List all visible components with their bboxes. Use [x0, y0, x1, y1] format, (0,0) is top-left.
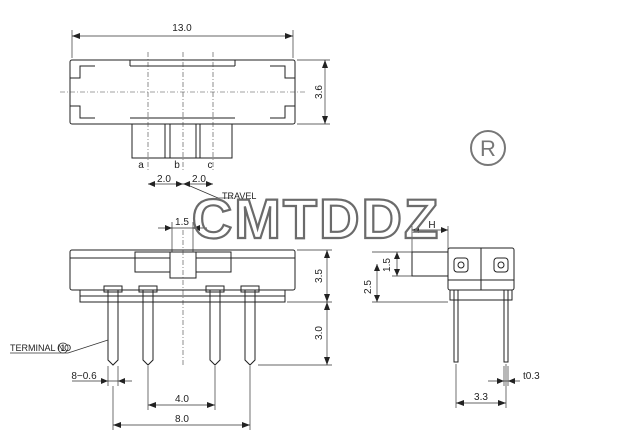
spacing-2-label: 2.0 [192, 174, 206, 185]
h-label: H [428, 220, 435, 231]
watermark-text: CMTDDZ [192, 187, 440, 250]
actuator-height-label: 1.5 [382, 258, 393, 272]
height-label: 3.6 [314, 85, 325, 99]
overall-width-label: 13.0 [172, 23, 192, 34]
pin-span-label: 8.0 [175, 414, 189, 425]
pin-length-label: 3.0 [314, 326, 325, 340]
registered-mark-icon [470, 130, 506, 166]
position-b-label: b [174, 160, 180, 171]
pin-spec-label: 8−0.6 [71, 371, 97, 382]
spacing-1-label: 2.0 [157, 174, 171, 185]
top-view: 13.0 3.6 a b c 2.0 [60, 23, 330, 201]
terminal-number: 1 [60, 343, 65, 353]
position-a-label: a [138, 160, 144, 171]
watermark: CMTDDZ R [191, 130, 506, 251]
side-view: H 1.5 2.5 3.3 [363, 220, 540, 408]
travel-label: TRAVEL [222, 191, 256, 201]
position-c-label: c [208, 160, 213, 171]
pin-pitch-label: 4.0 [175, 394, 189, 405]
pin-offset-label: 3.3 [474, 392, 488, 403]
height-above-base-label: 2.5 [363, 280, 374, 294]
registered-mark-letter: R [480, 136, 496, 161]
terminal-label: TERMINAL NO [10, 343, 71, 353]
actuator-width-label: 1.5 [175, 217, 189, 228]
pin-thickness-label: t0.3 [523, 371, 540, 382]
body-height-label: 3.5 [314, 269, 325, 283]
front-view: 1.5 3.5 3.0 TERMINAL NO [10, 217, 332, 430]
